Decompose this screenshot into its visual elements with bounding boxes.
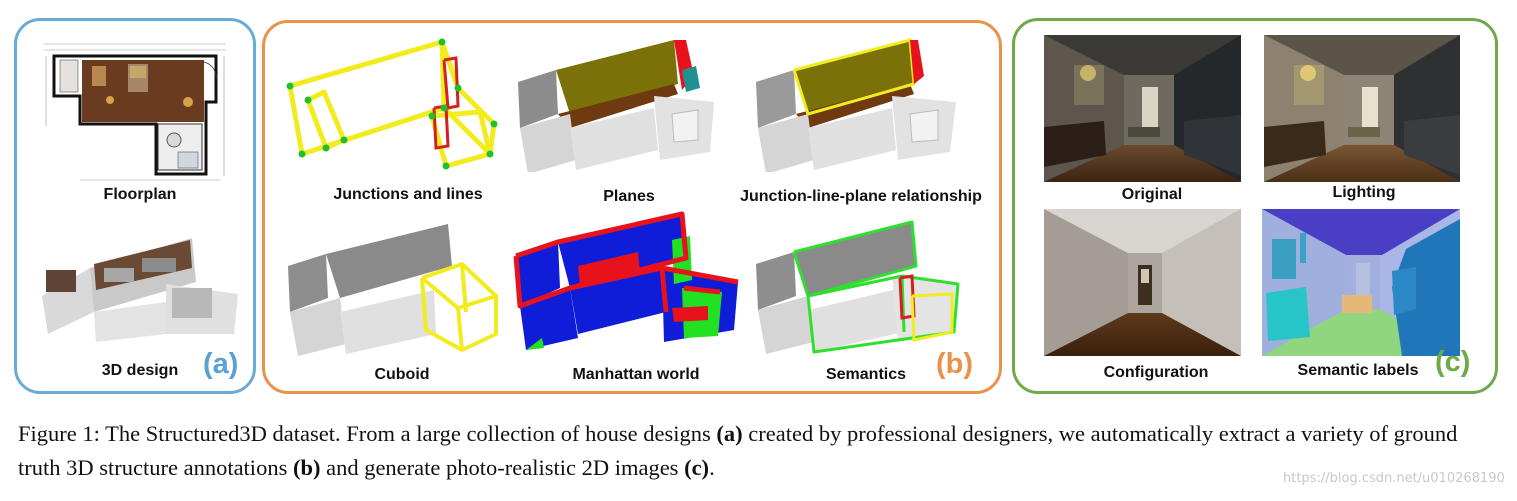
planes-image [518, 40, 714, 172]
panel-c-frame [1012, 18, 1498, 394]
relationship-label: Junction-line-plane relationship [740, 188, 982, 205]
original-render-image [1044, 35, 1241, 182]
lighting-render-image [1264, 35, 1460, 182]
semantics-label: Semantics [825, 366, 907, 383]
floorplan-label: Floorplan [103, 186, 177, 203]
caption-mid1: created by professional designers, we au… [18, 421, 1458, 480]
caption-ref-a: (a) [716, 421, 743, 446]
configuration-label: Configuration [1103, 364, 1209, 381]
3d-design-image [42, 238, 238, 342]
panel-b-frame [262, 20, 1002, 394]
caption-suffix: . [709, 455, 715, 480]
junctions-and-lines-label: Junctions and lines [333, 186, 483, 203]
semantic-labels-image [1262, 209, 1460, 356]
panel-a-tag: (a) [203, 348, 239, 380]
cuboid-label: Cuboid [374, 366, 430, 383]
3d-design-label: 3D design [101, 362, 179, 379]
semantic-labels-label: Semantic labels [1297, 362, 1419, 379]
caption-mid2: and generate photo-realistic 2D images [320, 455, 685, 480]
panel-c-tag: (c) [1435, 346, 1471, 378]
caption-ref-c: (c) [684, 455, 710, 480]
relationship-image [756, 38, 956, 172]
caption-ref-b: (b) [292, 455, 321, 480]
panel-a-frame [14, 18, 256, 394]
watermark: https://blog.csdn.net/u010268190 [1283, 471, 1505, 486]
original-label: Original [1121, 186, 1183, 203]
planes-label: Planes [603, 188, 655, 205]
panel-b-tag: (b) [936, 348, 974, 380]
floorplan-image [44, 43, 226, 181]
junctions-and-lines-image [286, 38, 498, 170]
manhattan-world-label: Manhattan world [572, 366, 700, 383]
caption-prefix: Figure 1: The Structured3D dataset. From… [18, 421, 717, 446]
figure-caption: Figure 1: The Structured3D dataset. From… [18, 417, 1503, 485]
lighting-label: Lighting [1332, 184, 1396, 201]
configuration-render-image [1044, 209, 1241, 356]
semantics-image [756, 220, 960, 354]
cuboid-image [288, 224, 498, 356]
manhattan-world-image [513, 211, 739, 350]
